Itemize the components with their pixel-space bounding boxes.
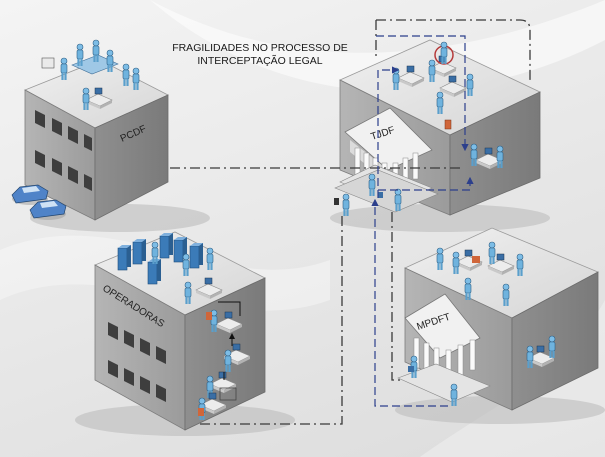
pcdf-windows — [35, 110, 92, 191]
title-line-1: FRAGILIDADES NO PROCESSO DE — [172, 42, 348, 54]
title-line-2: INTERCEPTAÇÃO LEGAL — [197, 54, 322, 67]
mpdft-rooftop-workstations — [408, 241, 556, 407]
operadoras-workflow — [184, 277, 251, 421]
mpdft-courthouse — [397, 293, 491, 403]
operadoras-windows — [108, 322, 166, 402]
connector-operadoras-tjdf — [200, 212, 343, 425]
tjdf-rooftop-workstations — [392, 41, 504, 170]
building-pcdf: PCDF — [24, 39, 210, 232]
building-tjdf: TJDF — [330, 39, 550, 232]
pcdf-meeting-table — [41, 39, 140, 91]
connector-tjdf-mpdft — [391, 212, 404, 381]
connector-blue-mpdft — [371, 198, 448, 407]
pcdf-cars — [11, 184, 67, 220]
tjdf-courthouse — [334, 107, 439, 213]
building-mpdft: MPDFT — [395, 227, 605, 424]
connector-tjdf-loop — [375, 19, 531, 80]
diagram-title: FRAGILIDADES NO PROCESSO DE INTERCEPTAÇÃ… — [172, 42, 348, 67]
tjdf-entrance-people — [334, 173, 402, 217]
building-operadoras: OPERADORAS — [75, 231, 295, 436]
connector-blue-tjdf-top — [376, 35, 474, 198]
